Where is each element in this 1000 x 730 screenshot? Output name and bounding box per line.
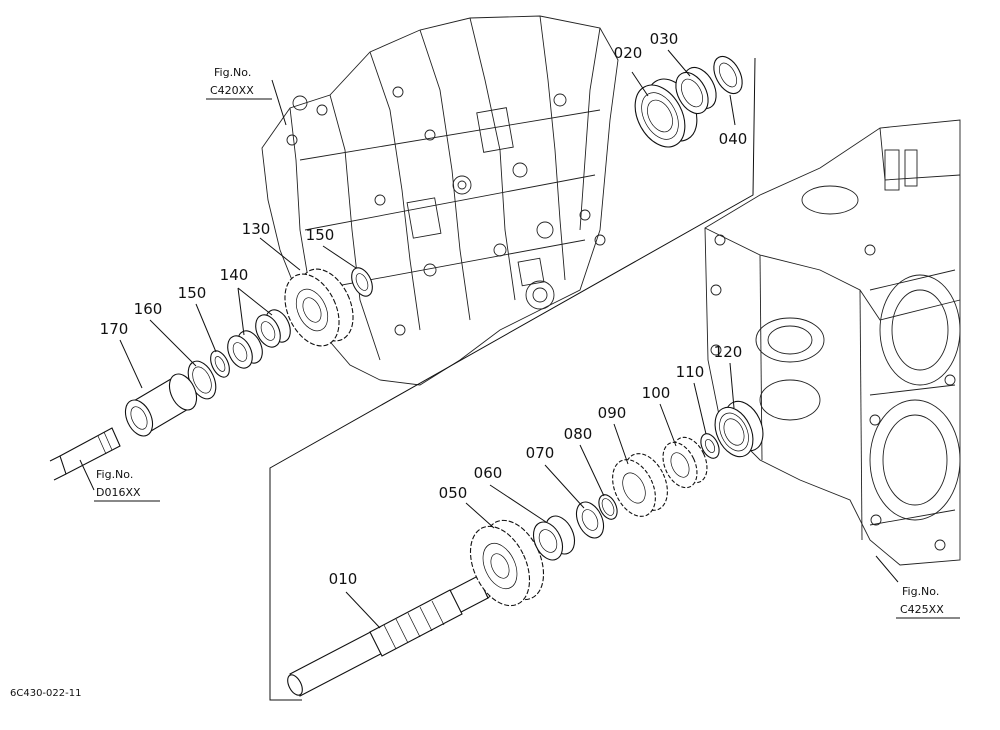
part-100-gear [662,436,708,489]
label-040: 040 [719,130,748,148]
label-140: 140 [220,266,249,284]
label-020: 020 [614,44,643,62]
label-110: 110 [676,363,705,381]
figure-ref-label: Fig.No. [902,585,939,598]
part-060-collar [532,515,576,561]
part-150-washer-left [210,350,230,378]
label-010: 010 [329,570,358,588]
label-030: 030 [650,30,679,48]
assembly-bracket-lines [269,57,756,701]
label-120: 120 [714,343,743,361]
part-140-needle-bearing [227,309,291,369]
part-170-sleeve [124,373,198,437]
part-090-gear [612,453,668,517]
part-labels: 020 030 040 130 150 140 150 160 170 010 … [100,30,748,588]
part-030-collar [675,66,717,115]
figure-ref-label: Fig.No. [214,66,251,79]
input-shaft-d016xx [49,427,121,481]
figure-ref-code: D016XX [96,486,141,499]
part-040-washer [713,55,743,95]
part-070-washer [575,501,605,539]
figure-ref-d016xx: Fig.No. D016XX [94,468,160,502]
part-050-gear [469,519,545,607]
part-120-bearing [714,400,764,458]
figure-ref-label: Fig.No. [96,468,133,481]
part-010-main-shaft [287,568,501,697]
label-130: 130 [242,220,271,238]
part-130-gear [284,268,354,347]
figure-ref-code: C425XX [900,603,944,616]
figure-ref-c420xx: Fig.No. C420XX [206,66,272,100]
label-080: 080 [564,425,593,443]
label-100: 100 [642,384,671,402]
label-060: 060 [474,464,503,482]
label-160: 160 [134,300,163,318]
part-150-washer-right [351,267,373,297]
label-150-left: 150 [178,284,207,302]
label-050: 050 [439,484,468,502]
label-090: 090 [598,404,627,422]
figure-ref-c425xx: Fig.No. C425XX [896,585,960,619]
label-150-right: 150 [306,226,335,244]
lower-transmission-case [704,119,961,566]
label-170: 170 [100,320,129,338]
part-110-washer [700,433,720,459]
part-080-circlip [598,494,618,520]
figure-ref-code: C420XX [210,84,254,97]
label-070: 070 [526,444,555,462]
drawing-code: 6C430-022-11 [10,688,81,699]
leader-lines [79,49,899,629]
